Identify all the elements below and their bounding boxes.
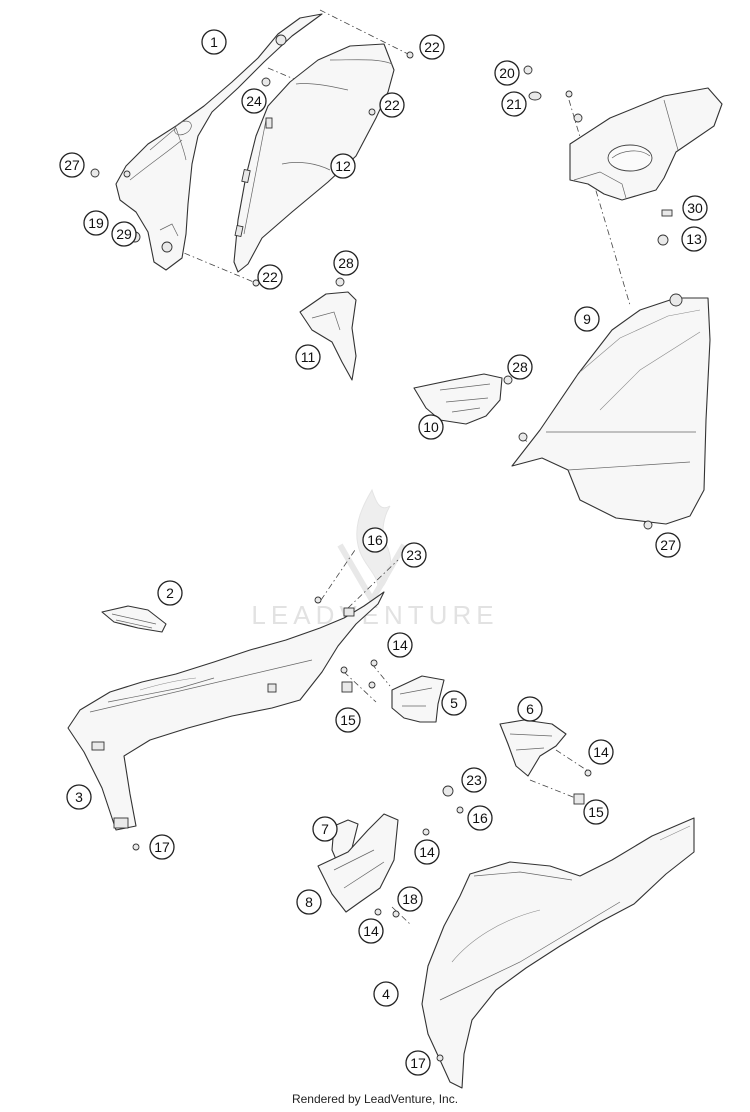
svg-text:28: 28	[512, 359, 528, 375]
svg-text:14: 14	[593, 744, 609, 760]
hardware-fasteners	[90, 51, 673, 1062]
svg-text:15: 15	[588, 804, 604, 820]
callout-18[interactable]: 18	[397, 886, 423, 912]
svg-text:14: 14	[419, 844, 435, 860]
callout-1[interactable]: 1	[201, 29, 227, 55]
callout-22[interactable]: 22	[257, 264, 283, 290]
svg-text:23: 23	[406, 547, 422, 563]
svg-text:11: 11	[301, 349, 316, 365]
svg-text:27: 27	[660, 537, 676, 553]
svg-text:5: 5	[450, 695, 458, 711]
callout-21[interactable]: 21	[501, 91, 527, 117]
bracket-part-6	[499, 719, 567, 777]
tail-section	[569, 87, 723, 201]
svg-text:24: 24	[246, 93, 262, 109]
callout-19[interactable]: 19	[83, 210, 109, 236]
vent-cover-part-2	[101, 605, 167, 633]
svg-text:16: 16	[472, 810, 488, 826]
fairing-left-part-1	[115, 13, 323, 271]
svg-text:4: 4	[382, 986, 390, 1002]
svg-text:22: 22	[424, 39, 440, 55]
callout-10[interactable]: 10	[418, 414, 444, 440]
svg-text:10: 10	[423, 419, 439, 435]
bracket-part-8	[317, 813, 399, 913]
callout-23[interactable]: 23	[401, 542, 427, 568]
side-cover-left-part-3	[67, 591, 385, 831]
svg-text:22: 22	[384, 97, 400, 113]
svg-text:28: 28	[338, 255, 354, 271]
callout-11[interactable]: 11	[295, 344, 321, 370]
callout-14[interactable]: 14	[387, 632, 413, 658]
fairing-right-part-12	[233, 43, 395, 273]
callout-8[interactable]: 8	[296, 889, 322, 915]
callout-28[interactable]: 28	[507, 354, 533, 380]
svg-text:19: 19	[88, 215, 104, 231]
footer-credit: Rendered by LeadVenture, Inc.	[291, 1092, 459, 1106]
bracket-part-11	[299, 291, 357, 381]
svg-text:15: 15	[340, 712, 356, 728]
svg-text:27: 27	[64, 157, 80, 173]
svg-text:13: 13	[686, 231, 702, 247]
bracket-part-5	[391, 675, 445, 723]
callout-13[interactable]: 13	[681, 226, 707, 252]
callout-15[interactable]: 15	[583, 799, 609, 825]
svg-text:17: 17	[154, 839, 170, 855]
svg-text:22: 22	[262, 269, 278, 285]
svg-text:29: 29	[116, 226, 132, 242]
callout-12[interactable]: 12	[330, 153, 356, 179]
callout-30[interactable]: 30	[682, 195, 708, 221]
callout-2[interactable]: 2	[157, 580, 183, 606]
svg-text:18: 18	[402, 891, 418, 907]
svg-text:14: 14	[363, 923, 379, 939]
callout-7[interactable]: 7	[312, 816, 338, 842]
callout-22[interactable]: 22	[419, 34, 445, 60]
callout-27[interactable]: 27	[59, 152, 85, 178]
side-panel-right-part-9	[511, 293, 711, 525]
svg-text:17: 17	[410, 1055, 426, 1071]
svg-text:2: 2	[166, 585, 174, 601]
callout-5[interactable]: 5	[441, 690, 467, 716]
svg-text:23: 23	[466, 772, 482, 788]
svg-text:12: 12	[335, 158, 351, 174]
side-cover-right-part-4	[421, 817, 695, 1089]
callout-4[interactable]: 4	[373, 981, 399, 1007]
callout-15[interactable]: 15	[335, 707, 361, 733]
vent-bracket-part-10	[413, 373, 503, 425]
callout-28[interactable]: 28	[333, 250, 359, 276]
svg-text:21: 21	[506, 96, 522, 112]
callout-20[interactable]: 20	[494, 60, 520, 86]
leadventure-watermark: LEADVENTURE	[251, 488, 494, 630]
callout-16[interactable]: 16	[362, 527, 388, 553]
svg-text:1: 1	[210, 34, 218, 50]
callout-9[interactable]: 9	[574, 306, 600, 332]
callout-3[interactable]: 3	[66, 784, 92, 810]
callout-29[interactable]: 29	[111, 221, 137, 247]
svg-text:20: 20	[499, 65, 515, 81]
callout-14[interactable]: 14	[588, 739, 614, 765]
svg-text:6: 6	[526, 701, 534, 717]
callout-14[interactable]: 14	[358, 918, 384, 944]
svg-text:16: 16	[367, 532, 383, 548]
callout-14[interactable]: 14	[414, 839, 440, 865]
svg-text:30: 30	[687, 200, 703, 216]
callout-27[interactable]: 27	[655, 532, 681, 558]
svg-text:3: 3	[75, 789, 83, 805]
callout-22[interactable]: 22	[379, 92, 405, 118]
callout-6[interactable]: 6	[517, 696, 543, 722]
svg-text:7: 7	[321, 821, 329, 837]
callout-23[interactable]: 23	[461, 767, 487, 793]
svg-text:14: 14	[392, 637, 408, 653]
callout-17[interactable]: 17	[405, 1050, 431, 1076]
callout-16[interactable]: 16	[467, 805, 493, 831]
svg-text:9: 9	[583, 311, 591, 327]
callout-17[interactable]: 17	[149, 834, 175, 860]
svg-text:8: 8	[305, 894, 313, 910]
callout-24[interactable]: 24	[241, 88, 267, 114]
